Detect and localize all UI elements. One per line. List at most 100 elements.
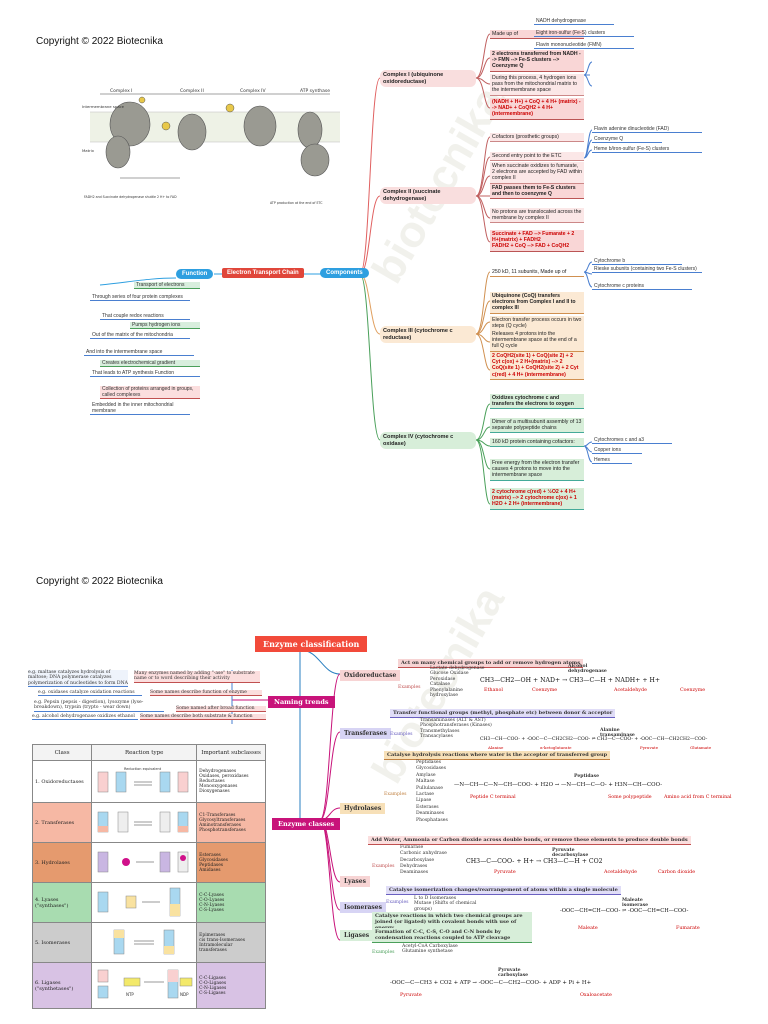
class-oxidoreductase[interactable]: Oxidoreductase [340, 670, 401, 681]
naming-item-3: e.g. oxidases catalyze oxidation reactio… [38, 690, 142, 697]
class-transferases[interactable]: Transferases [340, 728, 391, 739]
etc-center-node[interactable]: Electron Transport Chain [222, 268, 304, 278]
complex-2-box-4: No protons are translocated across the m… [490, 208, 584, 224]
reaction-cell-3 [91, 842, 198, 883]
lyases-example-3: Decarboxylase [400, 857, 435, 863]
complex-2-cofactor-1: Flavin adenine dinucleotide (FAD) [592, 126, 702, 133]
function-item-3: That couple redox reactions [100, 313, 190, 320]
class-isomerases[interactable]: Isomerases [340, 902, 386, 913]
complex-4-box-2: Dimer of a multisubunit assembly of 13 s… [490, 418, 584, 434]
isomerases-label-2: Fumarate [676, 926, 700, 931]
table-header-class: Class [31, 744, 93, 761]
diagram-atp-label: ATP synthase [300, 88, 330, 94]
complex-3-madeup-label: 250 kD, 11 subunits, Made up of [490, 268, 584, 278]
diagram-caption1: FADH2 and Succinate dehydrogenase shuttl… [84, 195, 177, 199]
oxidoreductase-examples: Lactate dehydrogenase Glucose Oxidase Pe… [430, 666, 490, 698]
function-item-8: That leads to ATP synthesis Function [90, 370, 200, 377]
function-item-6: And into the intermembrane space [84, 349, 194, 356]
isomerases-desc: Catalyse isomerization changes/rearrange… [386, 886, 621, 895]
transferases-examples: Transaminases (ALT & AST) Phosphotransfe… [420, 718, 492, 740]
function-item-4: Pumps hydrogen ions [130, 322, 200, 329]
complex-3-box-1: Ubiquinone (CoQ) transfers electrons fro… [490, 292, 584, 314]
table-header-subclasses: Important subclasses [196, 744, 266, 761]
table-row-sub-5: Epimerases cis trans-Isomerases Intramol… [196, 922, 266, 963]
complex-1-box-3: (NADH + H+) + CoQ + 4 H+ (matrix) --> NA… [490, 98, 584, 120]
complex-1-madeup-2: Eight iron-sulfur (Fe-S) clusters [534, 30, 634, 37]
enzyme-classes-node[interactable]: Enzyme classes [272, 818, 341, 830]
class-hydrolases[interactable]: Hydrolases [340, 803, 386, 814]
hydrolases-label-3: Amino acid from C terminal [664, 795, 732, 800]
ndp-label: NDP [180, 992, 189, 997]
hydrolases-example-10: Phosphatases [416, 817, 448, 823]
ligases-example-2: Glutamine synthetase [402, 949, 453, 955]
enzyme-classification-title[interactable]: Enzyme classification [255, 636, 368, 652]
hydrolases-example-2: Glycosidases [416, 766, 447, 772]
transferase-reaction-icon [97, 811, 189, 832]
complex-1-box-2: During this process, 4 hydrogen ions pas… [490, 74, 584, 96]
complex-3-box-3: Releases 4 protons into the intermembran… [490, 330, 584, 352]
transferases-example-4: Transacylases [420, 734, 453, 740]
complex-2-box-5: Succinate + FAD --> Fumarate + 2 H+(matr… [490, 230, 584, 252]
transferases-label-2: α-ketoglutarate [540, 745, 572, 750]
hydrolases-examples-label: Examples [384, 792, 407, 797]
hydrolases-example-1: Peptidases [416, 760, 441, 765]
components-node[interactable]: Components [320, 268, 369, 278]
lyases-examples-label: Examples [372, 864, 395, 869]
complex-3-node[interactable]: Complex III (cytochrome c reductase) [380, 326, 476, 343]
oxidoreductase-example-5: Phenylalanine hydroxylase [430, 687, 463, 699]
reaction-cell-6: NTP NDP [91, 962, 198, 1009]
transferases-example-3: Transmethylases [420, 728, 460, 734]
table-row: 2. Transferases C1-Transferases Glycosyl… [31, 802, 266, 843]
complex-2-box-3: FAD passes them to Fe-S clusters and the… [490, 184, 584, 200]
hydrolases-enzyme-label: Peptidase [574, 774, 600, 779]
transferases-enzyme-label: Alanine transaminase [600, 728, 635, 739]
table-row-sub-4: C-C-Lyases C-O-Lyases C-N-Lyases C-S-Lya… [196, 882, 266, 923]
etc-connector-lines [99, 33, 593, 505]
function-item-5: Out of the matrix of the mitochondria [90, 332, 190, 339]
transferases-examples-label: Examples [390, 732, 413, 737]
lyases-label-2: Acetaldehyde [604, 870, 637, 875]
complex-2-cofactor-label: Cofactors (prosthetic groups) [490, 133, 584, 143]
oxidoreductase-example-2: Glucose Oxidase [430, 671, 469, 677]
oxidoreductase-reaction-icon: Reduction equivalent [97, 767, 189, 792]
table-row: 3. Hydrolases Esterases Glycosidases Pep… [31, 842, 266, 883]
hydrolases-example-7: Lipase [416, 798, 432, 804]
lyases-example-5: Deaminases [400, 870, 429, 876]
complex-3-madeup-1: Cytochrome b [592, 258, 682, 265]
reduction-equivalent-label: Reduction equivalent [124, 767, 162, 771]
complex-1-box-1: 2 electrons transferred from NADH --> FM… [490, 50, 584, 72]
reaction-cell-4 [91, 882, 198, 923]
function-node[interactable]: Function [176, 269, 214, 279]
hydrolases-label-1: Peptide C terminal [470, 795, 516, 800]
complex-2-node[interactable]: Complex II (succinate dehydrogenase) [380, 187, 476, 204]
complex-2-cofactor-2: Coenzyme Q [592, 136, 662, 143]
etc-membrane-diagram: Complex I Complex II Complex IV ATP synt… [80, 82, 352, 214]
transferases-desc: Transfer functional groups (methyl, phos… [390, 709, 616, 718]
ligases-reaction: -OOC—C—CH3 + CO2 + ATP → -OOC—C—CH2—COO-… [390, 980, 592, 986]
hydrolase-reaction-icon [97, 851, 189, 872]
ligases-examples-label: Examples [372, 950, 395, 955]
naming-trends-node[interactable]: Naming trends [268, 696, 335, 708]
copyright-top: Copyright © 2022 Biotecnika [36, 36, 163, 47]
lyases-label-3: Carbon dioxide [658, 870, 696, 875]
oxidoreductase-example-3: Peroxidase [430, 676, 456, 682]
hydrolases-example-9: Deaminases [416, 811, 445, 817]
transferases-label-4: Glutamate [690, 745, 712, 750]
table-row-sub-6: C-C-Ligases C-O-Ligases C-N-Ligases C-S-… [196, 962, 266, 1009]
class-lyases[interactable]: Lyases [340, 876, 370, 887]
complex-2-cofactor-3: Heme b/iron-sulfur (Fe-S) clusters [592, 146, 702, 153]
ligases-enzyme-label: Pyruvate carboxylase [498, 968, 529, 979]
ligases-example-1: Acetyl-CoA Carboxylase [402, 944, 458, 949]
complex-4-box-4: Free energy from the electron transfer c… [490, 459, 584, 481]
hydrolases-label-2: Some polypeptide [608, 795, 652, 800]
diagram-caption2: ATP production at the end of ETC [270, 201, 323, 205]
complex-4-node[interactable]: Complex IV (cytochrome c oxidase) [380, 432, 476, 449]
class-ligases[interactable]: Ligases [340, 930, 374, 941]
complex-4-cofactor-3: Hemes [592, 457, 632, 464]
complex-1-node[interactable]: Complex I (ubiquinone oxidoreductase) [380, 70, 476, 87]
diagram-complex2-label: Complex II [180, 88, 204, 94]
naming-item-6: Some named after broad function [176, 706, 266, 713]
transferases-example-2: Phosphotransferases (Kinases) [420, 723, 492, 729]
ligases-examples: Acetyl-CoA Carboxylase Glutamine synthet… [402, 944, 482, 955]
table-row-sub-2: C1-Transferases Glycosyltransferases Ami… [196, 802, 266, 843]
